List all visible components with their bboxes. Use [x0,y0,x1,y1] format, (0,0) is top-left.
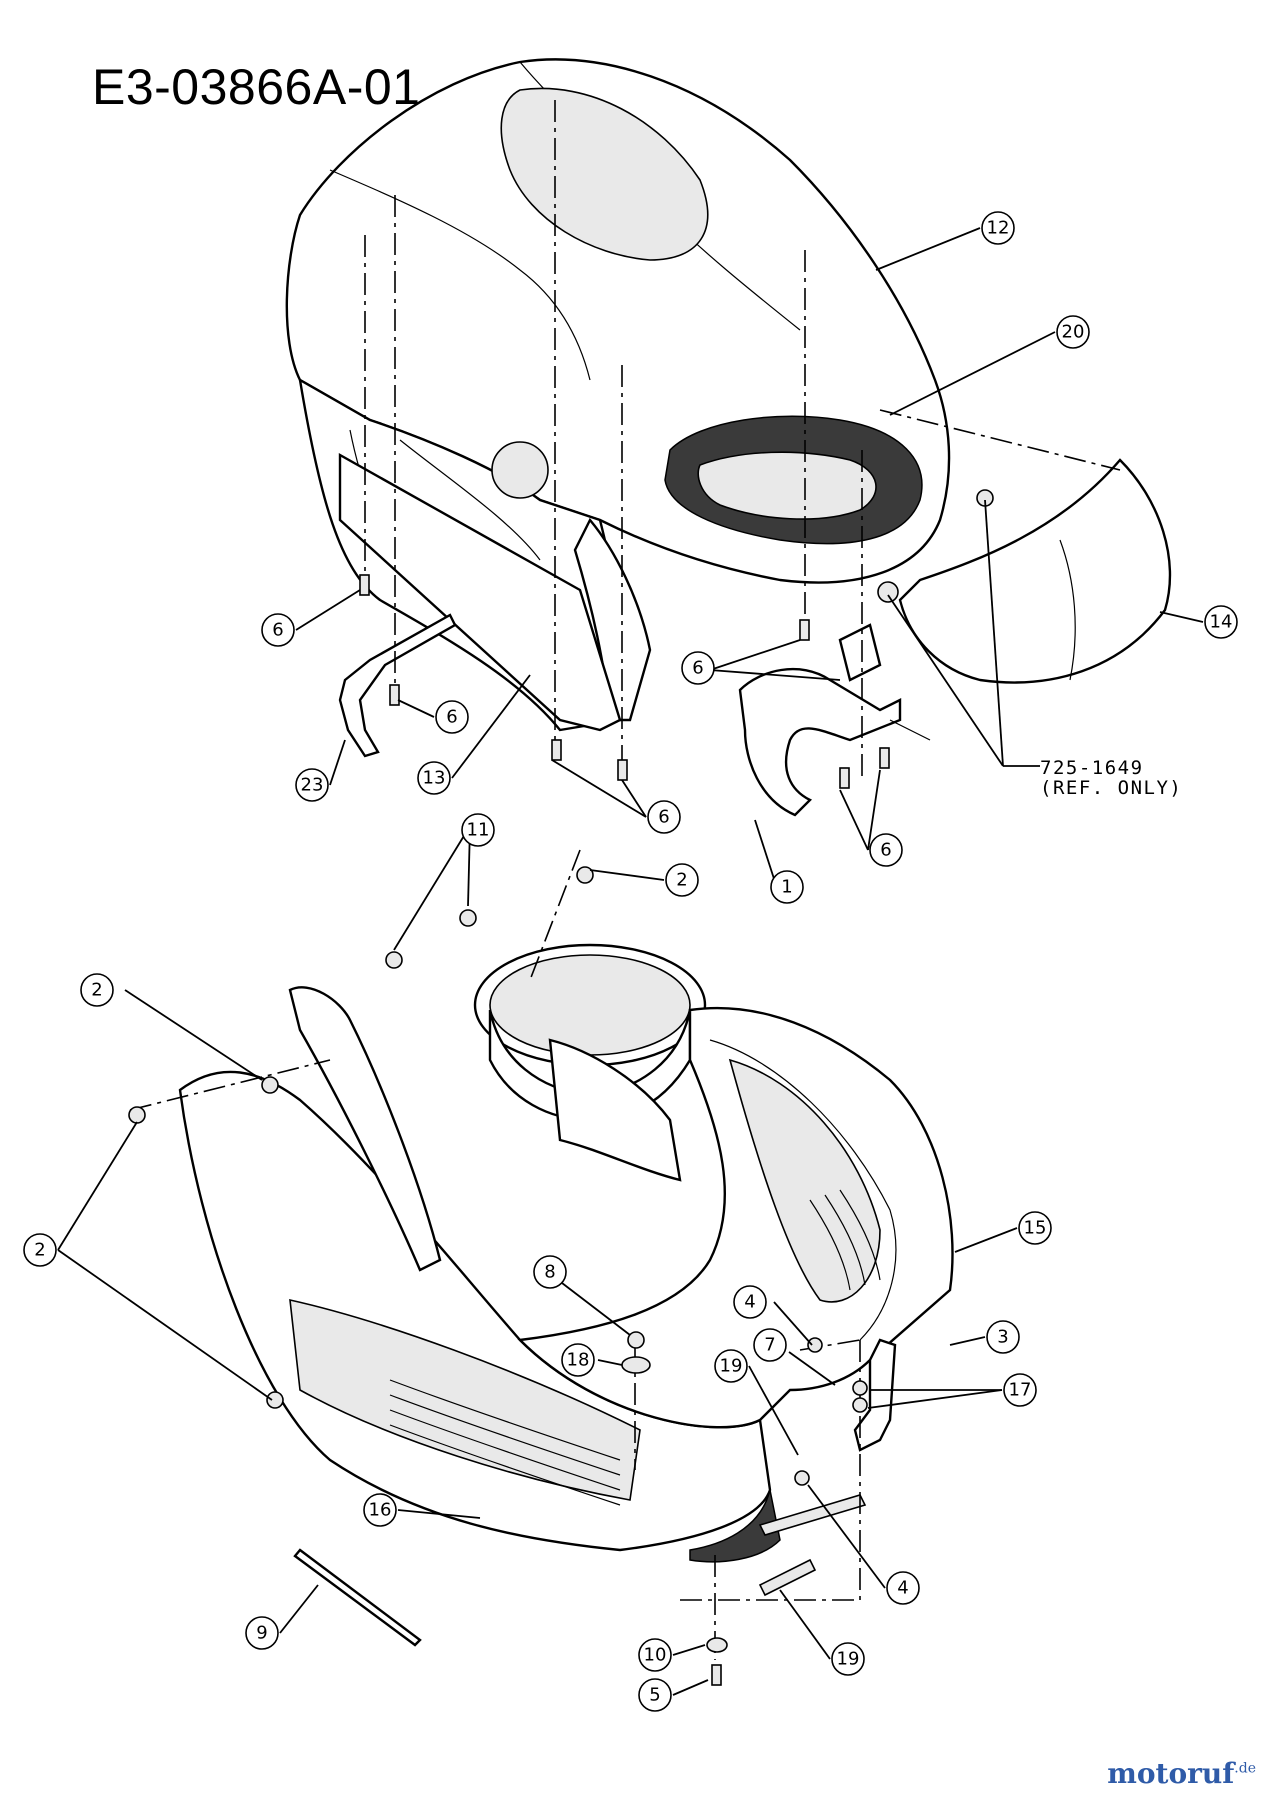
callout-17: 17 [1003,1373,1037,1407]
dash-panel [338,452,622,732]
svg-text:5: 5 [649,1685,660,1706]
reference-part-number: 725-1649 [1040,757,1144,779]
watermark-logo: motoruf.de [1107,1757,1256,1790]
callout-23: 23 [295,768,329,802]
callout-16: 16 [363,1493,397,1527]
callout-6-bottom: 6 [647,800,681,834]
callout-18: 18 [561,1343,595,1377]
screw-set-lower [128,866,868,1686]
svg-text:9: 9 [256,1623,267,1644]
hinge-bracket [338,613,457,758]
svg-text:1: 1 [781,877,792,898]
support-rod [293,1548,422,1647]
diagram-title: E3-03866A-01 [92,59,421,115]
callout-19-top: 19 [714,1349,748,1383]
callout-9: 9 [245,1616,279,1650]
callout-6-left: 6 [261,613,295,647]
svg-text:6: 6 [272,620,283,641]
fender-shroud [178,943,954,1563]
svg-text:13: 13 [423,768,446,789]
svg-text:6: 6 [658,807,669,828]
svg-text:2: 2 [676,870,687,891]
svg-text:8: 8 [544,1262,555,1283]
callout-2-top: 2 [665,863,699,897]
svg-text:2: 2 [91,980,102,1001]
svg-text:20: 20 [1062,322,1085,343]
svg-text:16: 16 [369,1500,392,1521]
callout-5: 5 [638,1678,672,1712]
callout-12: 12 [981,211,1015,245]
callout-8: 8 [533,1255,567,1289]
grill-insert [898,458,1172,684]
svg-text:17: 17 [1009,1380,1032,1401]
latch-bracket [853,1338,897,1452]
svg-text:19: 19 [720,1356,743,1377]
callout-6-right: 6 [869,833,903,867]
svg-text:15: 15 [1024,1218,1047,1239]
callout-markers: 12 20 14 6 6 6 6 6 23 13 1 11 2 2 2 15 8… [23,211,1238,1712]
link-bar [758,1558,817,1597]
callout-6-center: 6 [681,651,715,685]
callout-10: 10 [638,1638,672,1672]
svg-text:4: 4 [744,1292,755,1313]
callout-6-mid-left: 6 [435,700,469,734]
svg-text:18: 18 [567,1350,590,1371]
svg-text:7: 7 [764,1335,775,1356]
svg-text:3: 3 [997,1327,1008,1348]
callout-4-top: 4 [733,1285,767,1319]
callout-1: 1 [770,870,804,904]
reference-only-label: (REF. ONLY) [1040,777,1183,799]
reference-note: 725-1649 (REF. ONLY) [1040,758,1182,798]
callout-15: 15 [1018,1211,1052,1245]
svg-text:4: 4 [897,1578,908,1599]
callout-13: 13 [417,761,451,795]
mounting-bracket [738,667,902,817]
svg-text:6: 6 [446,707,457,728]
svg-text:12: 12 [987,218,1010,239]
watermark-brand: motoruf [1107,1757,1235,1790]
callout-11: 11 [461,813,495,847]
callout-14: 14 [1204,605,1238,639]
callout-20: 20 [1056,315,1090,349]
svg-text:6: 6 [692,658,703,679]
svg-text:11: 11 [467,820,490,841]
svg-text:10: 10 [644,1645,667,1666]
leader-lines [57,227,1204,1696]
callout-2-lower-left: 2 [23,1233,57,1267]
svg-text:14: 14 [1210,612,1233,633]
svg-text:2: 2 [34,1240,45,1261]
svg-text:19: 19 [837,1649,860,1670]
svg-text:6: 6 [880,840,891,861]
watermark-tld: .de [1234,1760,1256,1777]
tow-bracket [758,1494,867,1536]
svg-text:23: 23 [301,775,324,796]
callout-4-bottom: 4 [886,1571,920,1605]
hood-assembly [285,58,951,732]
callout-19-bottom: 19 [831,1642,865,1676]
callout-2-upper-left: 2 [80,973,114,1007]
callout-7: 7 [753,1328,787,1362]
callout-3: 3 [986,1320,1020,1354]
